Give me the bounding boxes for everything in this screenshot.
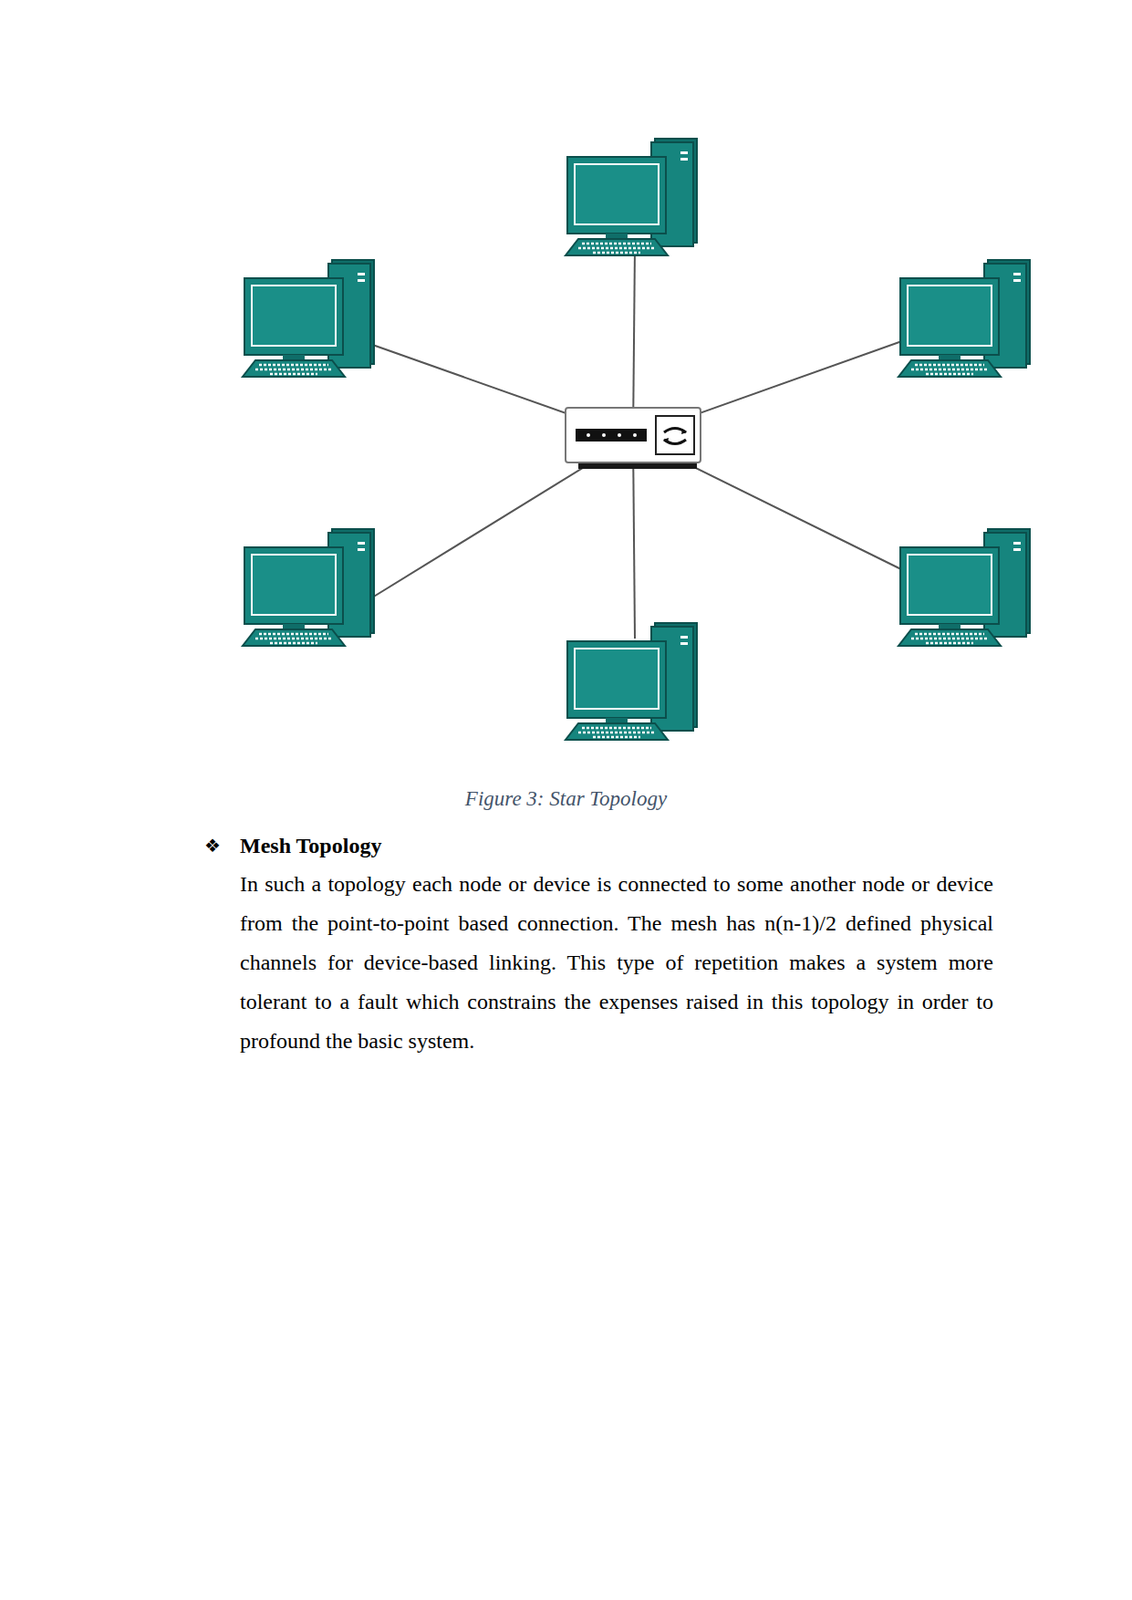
computer [898,259,1030,377]
section-heading: Mesh Topology [239,830,382,862]
computer [242,259,374,377]
computer [565,623,697,740]
hub-switch [565,407,701,469]
bullet-symbol: ❖ [204,831,221,860]
figure-caption: Figure 3: Star Topology [0,784,1132,814]
computer [565,138,697,256]
computer [898,529,1030,646]
body-paragraph: In such a topology each node or device i… [239,864,994,1061]
cables [364,246,913,639]
star-topology-illustration [0,0,1132,785]
computer [242,529,374,646]
